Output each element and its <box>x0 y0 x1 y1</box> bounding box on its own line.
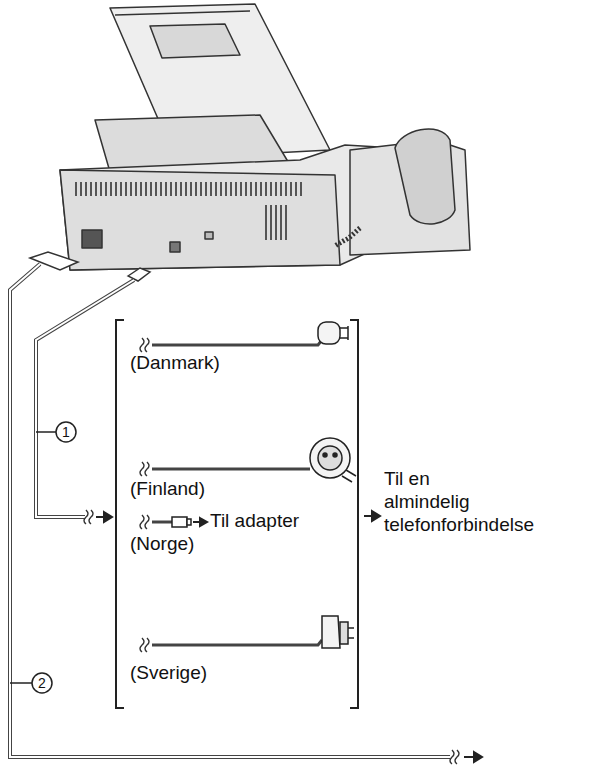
adapter-label: Til adapter <box>210 510 299 533</box>
callout-number: 2 <box>33 674 51 692</box>
destination-note: Til en almindelig telefonforbindelse <box>384 468 504 536</box>
country-label: (Norge) <box>130 533 194 556</box>
country-label: (Sverige) <box>130 662 207 685</box>
country-label: (Danmark) <box>130 352 220 375</box>
callout-number: 1 <box>57 423 75 441</box>
country-label: (Finland) <box>130 478 205 501</box>
